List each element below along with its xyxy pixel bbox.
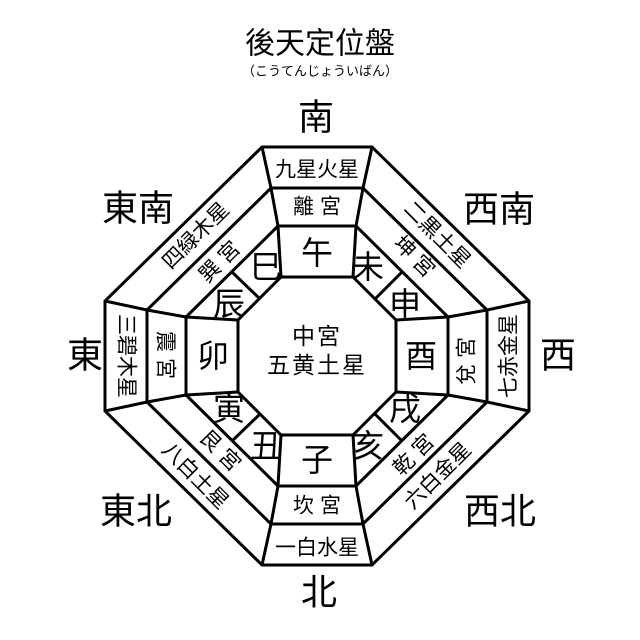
star-left-label: 三碧木星 — [115, 314, 138, 398]
radial-divider-left-bottom — [104, 390, 239, 413]
zodiac-inu-label: 戌 — [389, 391, 421, 427]
page-title-reading: （こうてんじょういばん） — [242, 64, 398, 79]
zodiac-tora-label: 寅 — [213, 391, 245, 427]
compass-left-label: 東 — [67, 335, 103, 376]
compass-top-left-label: 東南 — [102, 188, 174, 229]
compass-bottom-right-label: 西北 — [464, 491, 536, 532]
compass-top-label: 南 — [298, 97, 334, 138]
zodiac-mi-label: 巳 — [250, 249, 282, 285]
radial-divider-right-bottom — [395, 390, 530, 413]
compass-bottom-left-label: 東北 — [100, 491, 172, 532]
zodiac-divider-bottom-right — [373, 412, 404, 443]
zodiac-i-label: 亥 — [352, 428, 384, 464]
palace-right-label: 兌宮 — [456, 331, 479, 385]
palace-top-label: 離宮 — [293, 196, 347, 219]
star-top-label: 九星火星 — [275, 159, 359, 182]
zodiac-divider-top-right — [373, 270, 404, 301]
radial-divider-bottom-right — [351, 434, 374, 566]
radial-divider-left-top — [104, 299, 239, 322]
zodiac-uma-label: 午 — [301, 235, 333, 271]
zodiac-ne-label: 子 — [301, 442, 333, 478]
zodiac-ushi-label: 丑 — [250, 428, 282, 464]
radial-divider-top-left — [260, 146, 283, 278]
compass-right-label: 西 — [540, 335, 576, 376]
star-bottom-label: 一白水星 — [275, 537, 359, 560]
star-right-label: 七赤金星 — [498, 314, 521, 398]
radial-divider-top-right — [351, 146, 374, 278]
zodiac-divider-top-left — [230, 270, 262, 301]
radial-divider-right-top — [395, 299, 530, 322]
center-star-label: 五黄土星 — [267, 352, 367, 378]
zodiac-saru-label: 申 — [389, 286, 421, 322]
palace-left-label: 震宮 — [154, 331, 177, 385]
center-palace-label: 中宮 — [292, 323, 342, 349]
compass-top-right-label: 西南 — [463, 189, 535, 230]
zodiac-hitsuji-label: 未 — [352, 249, 384, 285]
zodiac-divider-bottom-left — [230, 412, 262, 443]
palace-bottom-label: 坎宮 — [293, 495, 347, 518]
zodiac-tatsu-label: 辰 — [213, 286, 245, 322]
zodiac-u-label: 卯 — [197, 338, 229, 374]
radial-divider-bottom-left — [260, 434, 283, 566]
zodiac-tori-label: 酉 — [405, 338, 437, 374]
page-title: 後天定位盤 — [245, 28, 395, 61]
compass-bottom-label: 北 — [301, 572, 337, 613]
